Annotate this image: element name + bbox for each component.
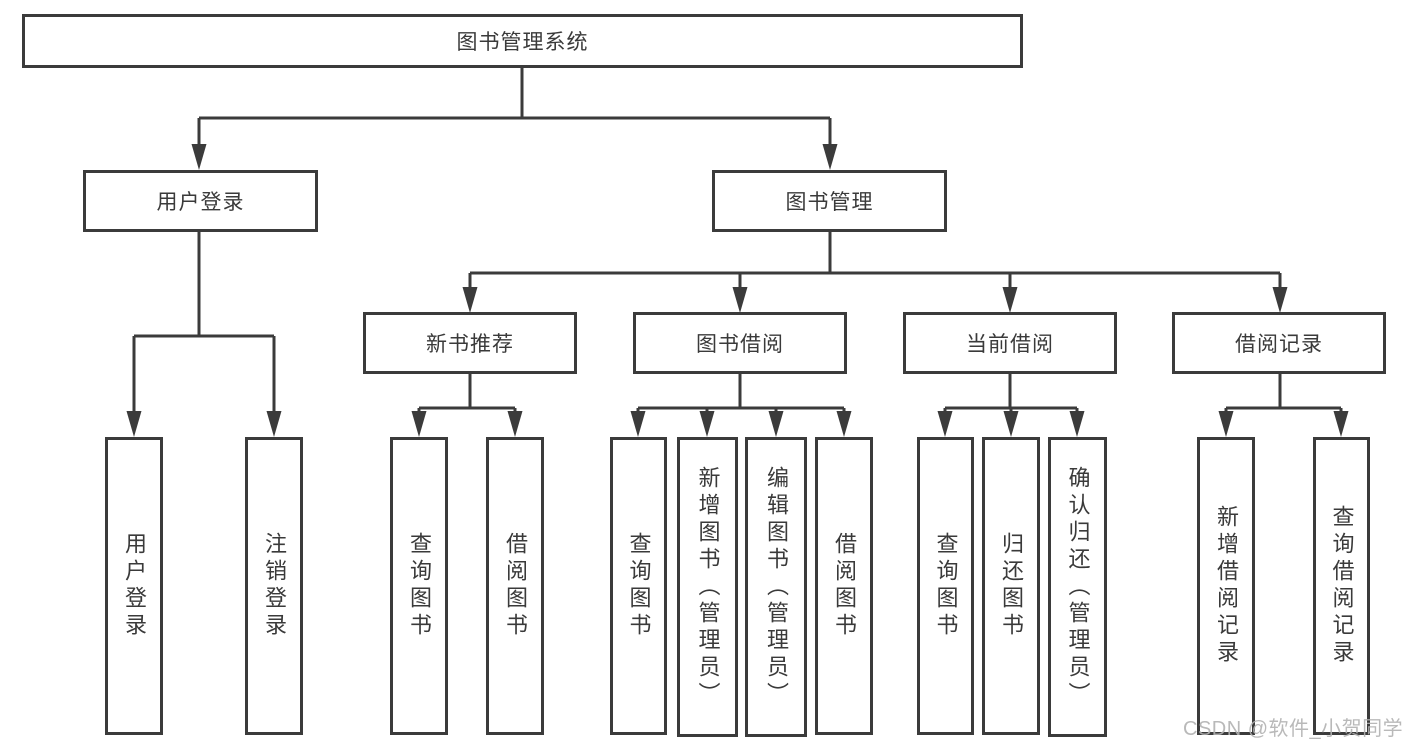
leaf-borrow-books: 借阅图书 bbox=[815, 437, 873, 735]
leaf-query-books-recommend: 查询图书 bbox=[390, 437, 448, 735]
node-book-management: 图书管理 bbox=[712, 170, 947, 232]
leaf-borrow-books-recommend: 借阅图书 bbox=[486, 437, 544, 735]
node-root-system: 图书管理系统 bbox=[22, 14, 1023, 68]
leaf-query-books-current: 查询图书 bbox=[917, 437, 974, 735]
leaf-add-borrow-record: 新增借阅记录 bbox=[1197, 437, 1255, 735]
node-current-borrow: 当前借阅 bbox=[903, 312, 1117, 374]
leaf-query-borrow-record-label: 查询借阅记录 bbox=[1329, 505, 1355, 667]
leaf-logout-label: 注销登录 bbox=[262, 532, 287, 640]
leaf-confirm-return-admin-label: 确认归还（管理员） bbox=[1065, 465, 1091, 709]
leaf-edit-book-admin: 编辑图书（管理员） bbox=[745, 437, 807, 737]
leaf-borrow-books-label: 借阅图书 bbox=[832, 532, 857, 640]
leaf-query-books-recommend-label: 查询图书 bbox=[407, 532, 432, 640]
node-borrow-records-label: 借阅记录 bbox=[1235, 333, 1323, 356]
node-current-borrow-label: 当前借阅 bbox=[966, 333, 1054, 356]
leaf-add-book-admin: 新增图书（管理员） bbox=[677, 437, 738, 737]
leaf-user-login-label: 用户登录 bbox=[122, 532, 147, 640]
leaf-add-borrow-record-label: 新增借阅记录 bbox=[1214, 505, 1239, 667]
leaf-borrow-books-recommend-label: 借阅图书 bbox=[503, 532, 528, 640]
node-root-label: 图书管理系统 bbox=[456, 31, 589, 54]
node-book-management-label: 图书管理 bbox=[785, 191, 874, 214]
leaf-query-books-current-label: 查询图书 bbox=[933, 532, 959, 640]
node-new-book-recommend-label: 新书推荐 bbox=[426, 333, 514, 356]
leaf-user-login: 用户登录 bbox=[105, 437, 163, 735]
leaf-return-book: 归还图书 bbox=[982, 437, 1040, 735]
leaf-return-book-label: 归还图书 bbox=[999, 532, 1024, 640]
node-book-borrow-label: 图书借阅 bbox=[696, 333, 784, 356]
node-book-borrow: 图书借阅 bbox=[633, 312, 847, 374]
watermark: CSDN @软件_小贺同学 bbox=[1183, 718, 1404, 740]
node-borrow-records: 借阅记录 bbox=[1172, 312, 1386, 374]
leaf-query-borrow-record: 查询借阅记录 bbox=[1313, 437, 1370, 735]
leaf-logout: 注销登录 bbox=[245, 437, 303, 735]
node-user-login-label: 用户登录 bbox=[156, 191, 245, 214]
leaf-query-books-borrow-label: 查询图书 bbox=[626, 532, 652, 640]
leaf-add-book-admin-label: 新增图书（管理员） bbox=[695, 465, 721, 709]
leaf-edit-book-admin-label: 编辑图书（管理员） bbox=[764, 465, 789, 709]
leaf-query-books-borrow: 查询图书 bbox=[610, 437, 667, 735]
node-user-login: 用户登录 bbox=[83, 170, 318, 232]
leaf-confirm-return-admin: 确认归还（管理员） bbox=[1048, 437, 1107, 737]
node-new-book-recommend: 新书推荐 bbox=[363, 312, 577, 374]
